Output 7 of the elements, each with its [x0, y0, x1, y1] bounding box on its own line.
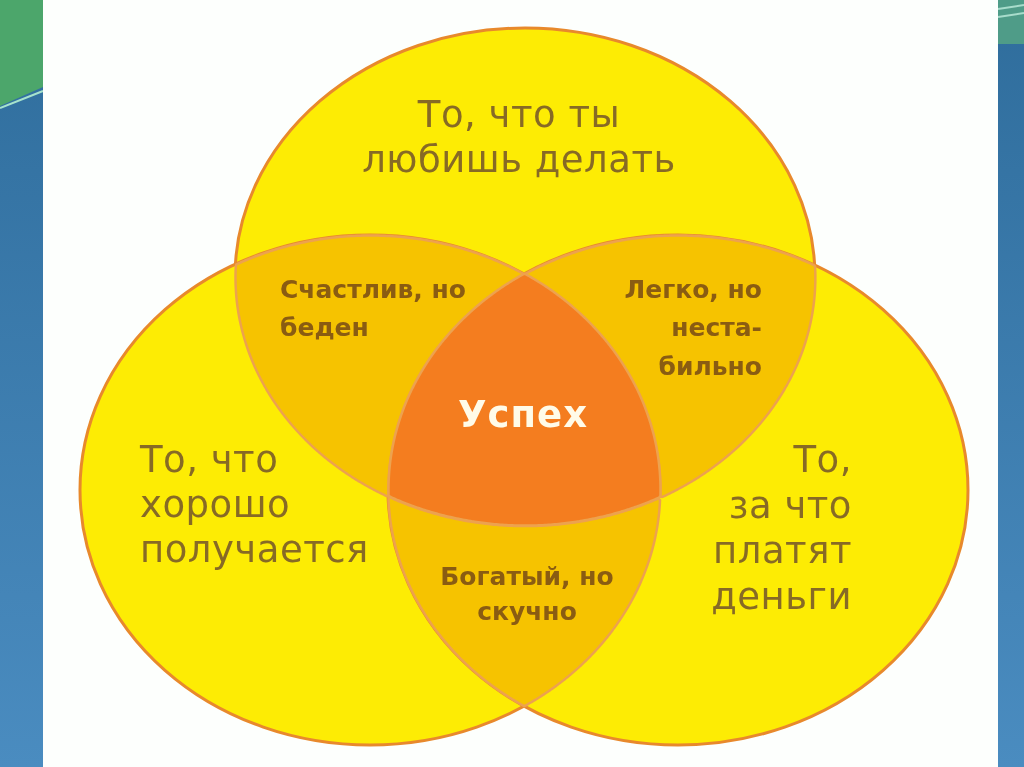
circle-label: То, что хорошо получается — [140, 437, 369, 572]
center-label: Успех — [458, 392, 588, 437]
overlap-label: Богатый, но скучно — [440, 561, 614, 628]
overlap-label: Легко, но неста-бильно — [624, 274, 762, 383]
circle-label: То, что ты любишь делать — [362, 92, 676, 182]
circle-label: То, за что платят деньги — [711, 437, 852, 620]
overlap-label: Счастлив, но беден — [280, 274, 466, 344]
